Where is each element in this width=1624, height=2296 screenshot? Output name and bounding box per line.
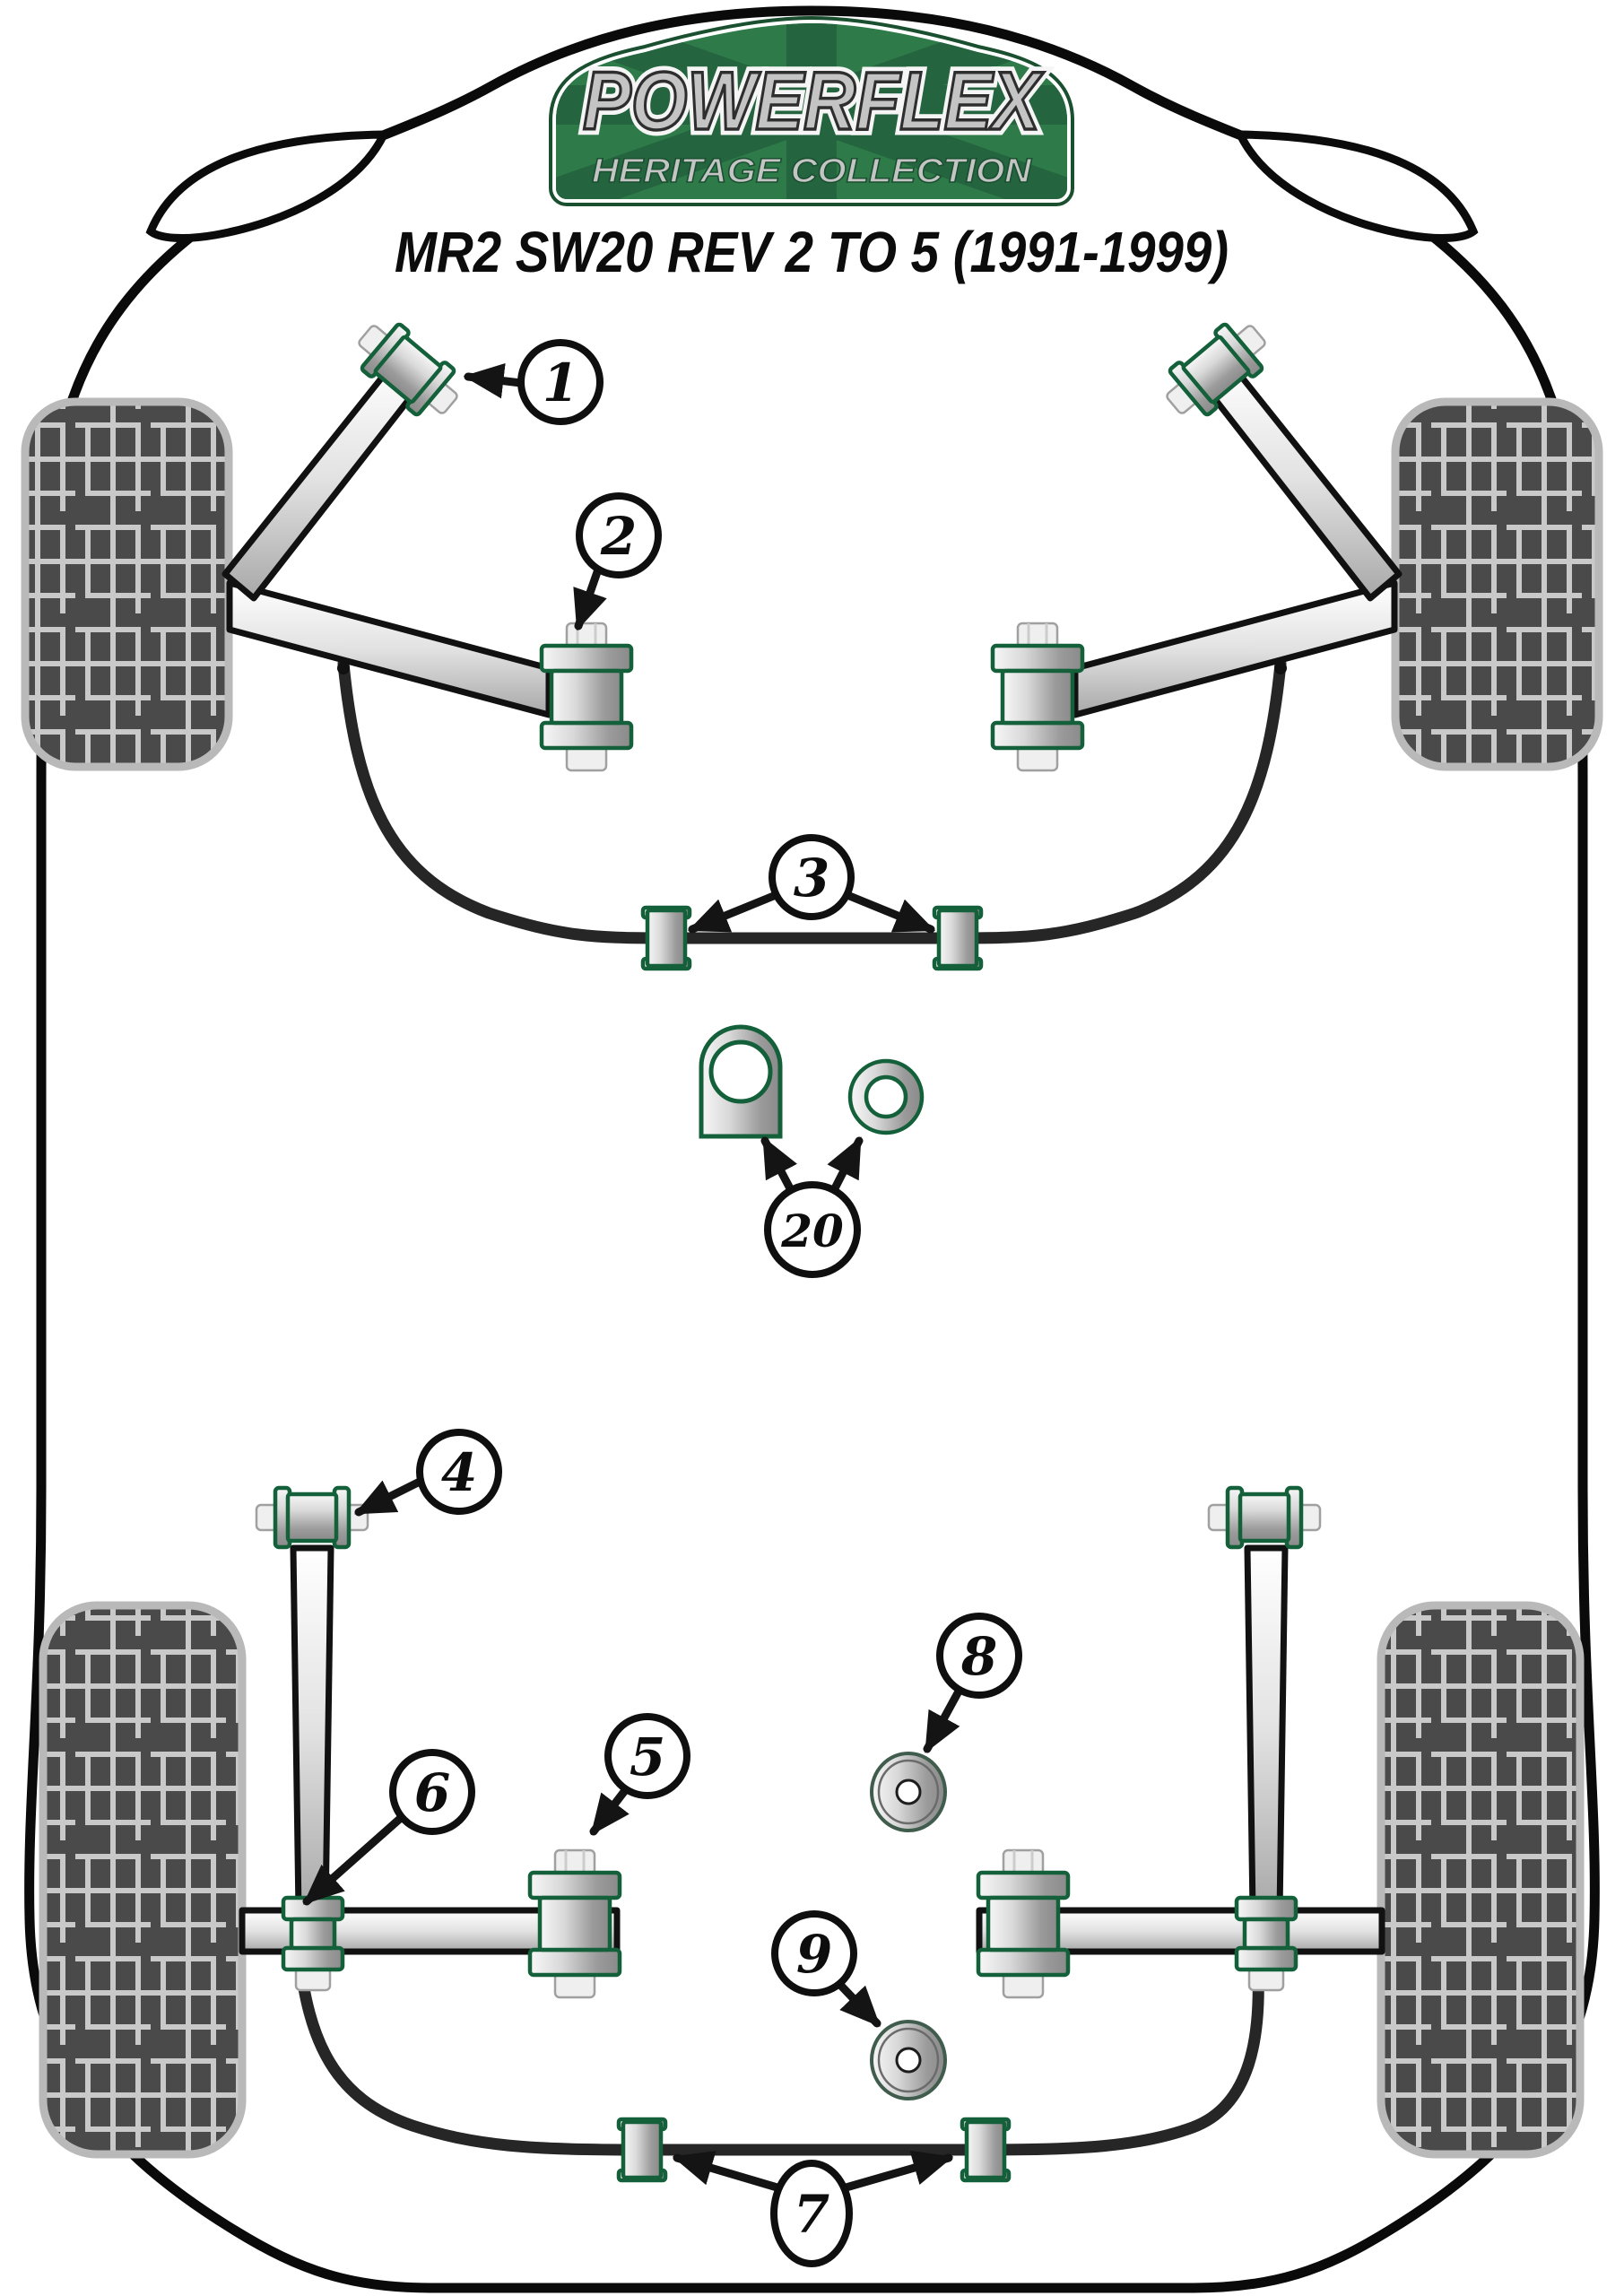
arb-ring-bush xyxy=(847,1058,925,1135)
wheel-front-right xyxy=(1391,397,1603,771)
callout-2: 2 xyxy=(573,492,662,631)
callout-4: 4 xyxy=(354,1429,502,1517)
washer-bush-9 xyxy=(870,2020,947,2100)
arb-clamp-front-left xyxy=(643,908,690,969)
wheel-front-left xyxy=(21,397,233,771)
svg-text:5: 5 xyxy=(630,1726,665,1787)
svg-text:1: 1 xyxy=(543,352,578,413)
front-lower-arm-right xyxy=(1072,579,1398,718)
callout-6: 6 xyxy=(302,1749,475,1906)
wheel-rear-left xyxy=(39,1601,247,2159)
rear-trailing-arm-left xyxy=(290,1544,334,1916)
logo-brand-text: POWERFLEX xyxy=(583,56,1044,147)
svg-text:7: 7 xyxy=(794,2184,829,2245)
headlight-left-icon xyxy=(145,130,391,242)
svg-text:2: 2 xyxy=(600,506,637,567)
wheel-rear-right xyxy=(1376,1601,1585,2159)
arb-d-bush xyxy=(699,1024,783,1139)
svg-text:3: 3 xyxy=(794,848,829,909)
bushing-5-rear-inner-left xyxy=(530,1850,620,1997)
rear-trailing-arm-right xyxy=(1244,1544,1289,1916)
svg-text:6: 6 xyxy=(414,1762,450,1823)
page-title: MR2 SW20 REV 2 TO 5 (1991-1999) xyxy=(395,220,1229,284)
arb-clamp-rear-right xyxy=(962,2119,1009,2180)
arb-pivot-left xyxy=(337,662,350,674)
arb-clamp-rear-left xyxy=(619,2119,665,2180)
front-lower-arm-left xyxy=(226,579,552,718)
front-anti-roll-bar xyxy=(337,657,1287,944)
svg-text:8: 8 xyxy=(960,1626,997,1687)
callout-5: 5 xyxy=(589,1713,690,1836)
arb-clamp-front-right xyxy=(934,908,981,969)
callout-20: 20 xyxy=(760,1136,864,1278)
callout-7: 7 xyxy=(672,2150,954,2267)
powerflex-heritage-logo: POWERFLEX POWERFLEX HERITAGE COLLECTION xyxy=(549,15,1074,206)
car-body-outline xyxy=(24,5,1600,2293)
callout-3: 3 xyxy=(688,834,935,934)
svg-text:POWERFLEX: POWERFLEX xyxy=(583,56,1044,147)
bushing-2-front-inner-left xyxy=(542,623,631,770)
logo-collection-text: HERITAGE COLLECTION xyxy=(592,152,1033,190)
svg-text:20: 20 xyxy=(780,1205,844,1257)
bushing-2-front-inner-right xyxy=(993,623,1082,770)
callout-9: 9 xyxy=(771,1910,881,2028)
arb-pivot-right xyxy=(1274,662,1287,674)
callout-1: 1 xyxy=(463,339,604,425)
svg-text:9: 9 xyxy=(796,1924,832,1985)
washer-bush-8 xyxy=(870,1752,947,1832)
headlight-right-icon xyxy=(1233,130,1479,242)
callout-8: 8 xyxy=(923,1613,1022,1753)
svg-text:4: 4 xyxy=(441,1442,477,1503)
bushing-5-rear-inner-right xyxy=(978,1850,1068,1997)
